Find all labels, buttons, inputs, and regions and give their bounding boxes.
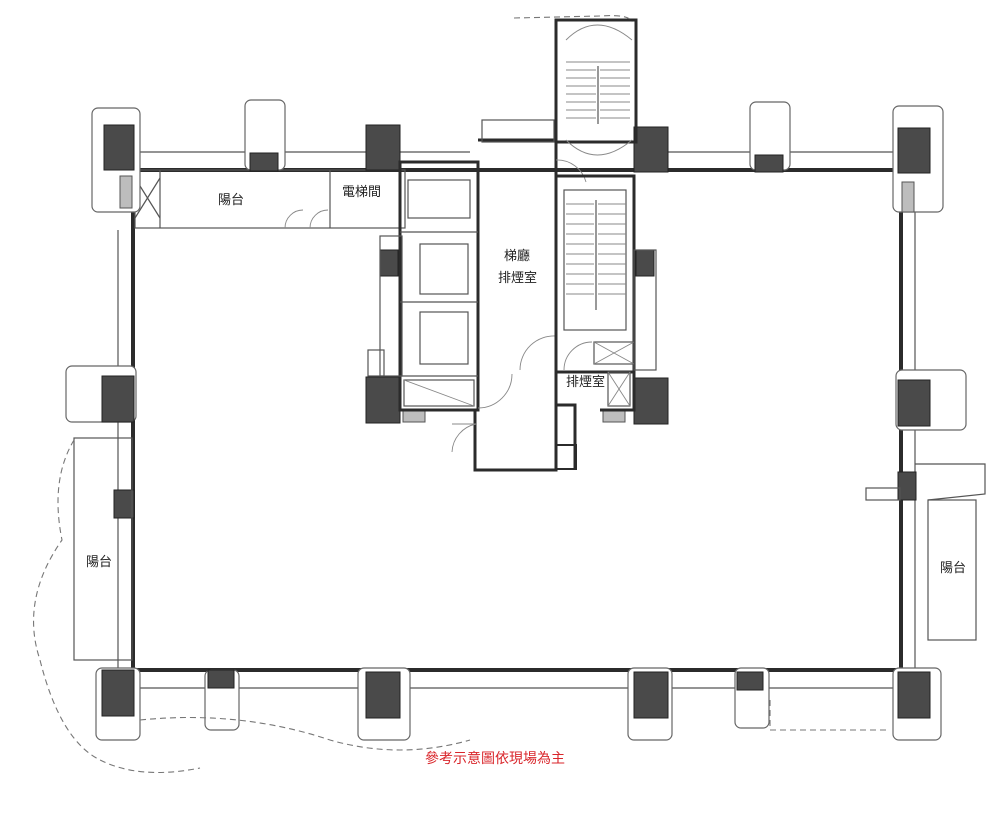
- column: [633, 126, 669, 173]
- column: [207, 669, 235, 689]
- upper-stair: [513, 15, 638, 156]
- label-balcony-left: 陽台: [86, 555, 112, 570]
- column: [897, 127, 931, 174]
- elevator-core: [367, 160, 480, 412]
- column: [633, 671, 669, 719]
- column: [365, 124, 401, 171]
- hatched-shafts: [119, 175, 915, 423]
- stair-treads-lower: [566, 203, 626, 295]
- stair-treads-upper: [566, 69, 630, 119]
- column: [633, 377, 669, 425]
- room-labels: 陽台 電梯間 梯廳 排煙室 排煙室 陽台 陽台: [86, 185, 966, 576]
- column: [113, 489, 135, 519]
- column: [754, 154, 784, 173]
- column: [101, 669, 135, 717]
- balcony-right-area: [769, 463, 986, 731]
- column: [635, 249, 655, 277]
- main-floor-outline: [131, 168, 903, 672]
- label-smoke-room: 排煙室: [566, 374, 605, 390]
- lobby-corridor: [451, 119, 587, 472]
- label-elevator-machine-room: 電梯間: [342, 185, 381, 200]
- label-balcony-right: 陽台: [940, 561, 966, 576]
- disclaimer-note: 參考示意圖依現場為主: [425, 750, 565, 767]
- column: [897, 671, 931, 719]
- smoke-room-area: [554, 341, 636, 470]
- columns: [101, 124, 931, 719]
- column: [103, 124, 135, 171]
- column: [101, 375, 135, 423]
- column: [365, 671, 401, 719]
- column: [249, 152, 279, 172]
- lower-stair: [554, 174, 657, 374]
- label-balcony-top: 陽台: [218, 193, 244, 208]
- balcony-left-area: [33, 437, 471, 774]
- column: [379, 249, 399, 277]
- label-lobby: 梯廳: [504, 248, 530, 264]
- column: [897, 471, 917, 501]
- label-lobby-smoke-room: 排煙室: [498, 270, 537, 286]
- column: [897, 379, 931, 427]
- column: [736, 671, 764, 691]
- column: [365, 376, 401, 424]
- column-pads: [65, 99, 967, 741]
- perimeter-beams: [117, 151, 916, 690]
